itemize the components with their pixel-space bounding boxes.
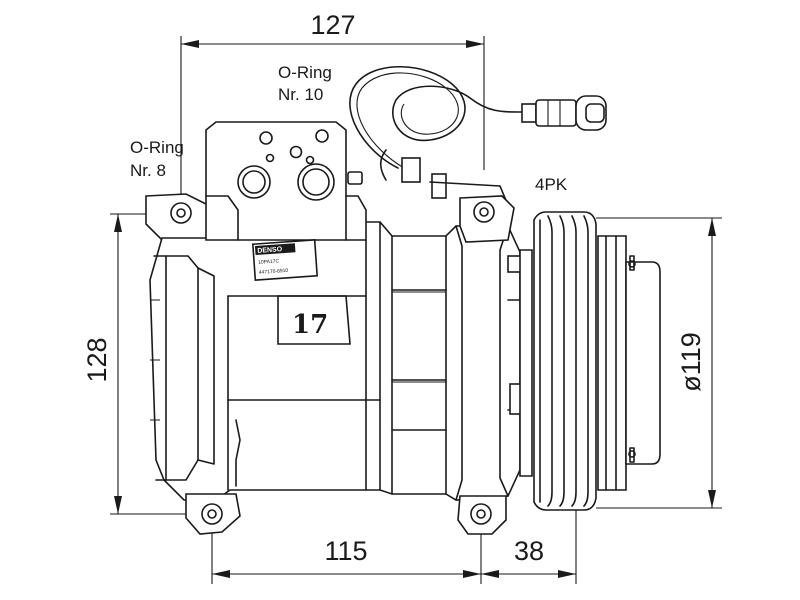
port-discharge xyxy=(297,163,335,201)
dimension-119: ø119 xyxy=(596,217,722,509)
cable-connector xyxy=(349,66,607,211)
nameplate-model: 10PA17C xyxy=(258,258,280,265)
port-suction xyxy=(237,165,271,199)
label-belt-4pk: 4PK xyxy=(535,175,568,194)
label-oring-8: O-Ring Nr. 8 xyxy=(130,138,184,180)
dimension-128-value: 128 xyxy=(82,337,112,382)
mount-hole-top-left xyxy=(170,202,192,224)
clutch-pulley xyxy=(519,211,661,511)
label-oring-8-line2: Nr. 8 xyxy=(130,161,166,180)
dimension-119-value: ø119 xyxy=(676,332,706,392)
label-oring-10: O-Ring Nr. 10 xyxy=(278,63,332,104)
nameplate-brand: DENSO xyxy=(257,246,283,255)
compressor-body: DENSO 10PA17C 447170-6910 17 xyxy=(145,121,531,535)
nameplate-part: 447170-6910 xyxy=(259,268,289,276)
label-oring-8-line1: O-Ring xyxy=(130,138,184,157)
mount-hole-top-right xyxy=(473,201,495,223)
dimension-38: 38 xyxy=(481,510,577,584)
dimension-128: 128 xyxy=(82,213,200,515)
label-oring-10-line1: O-Ring xyxy=(278,63,332,82)
plate-number: 17 xyxy=(292,310,328,340)
label-oring-10-line2: Nr. 10 xyxy=(278,85,323,104)
mount-hole-bottom-left xyxy=(201,503,223,525)
plate-17: 17 xyxy=(277,295,351,345)
dimension-38-value: 38 xyxy=(514,536,544,566)
dimension-115-value: 115 xyxy=(324,536,367,566)
mount-hole-bottom-right xyxy=(470,503,492,525)
dimension-115: 115 xyxy=(211,526,482,584)
dimension-127-value: 127 xyxy=(310,10,355,40)
dimension-127: 127 xyxy=(180,10,485,200)
nameplate: DENSO 10PA17C 447170-6910 xyxy=(251,239,319,281)
